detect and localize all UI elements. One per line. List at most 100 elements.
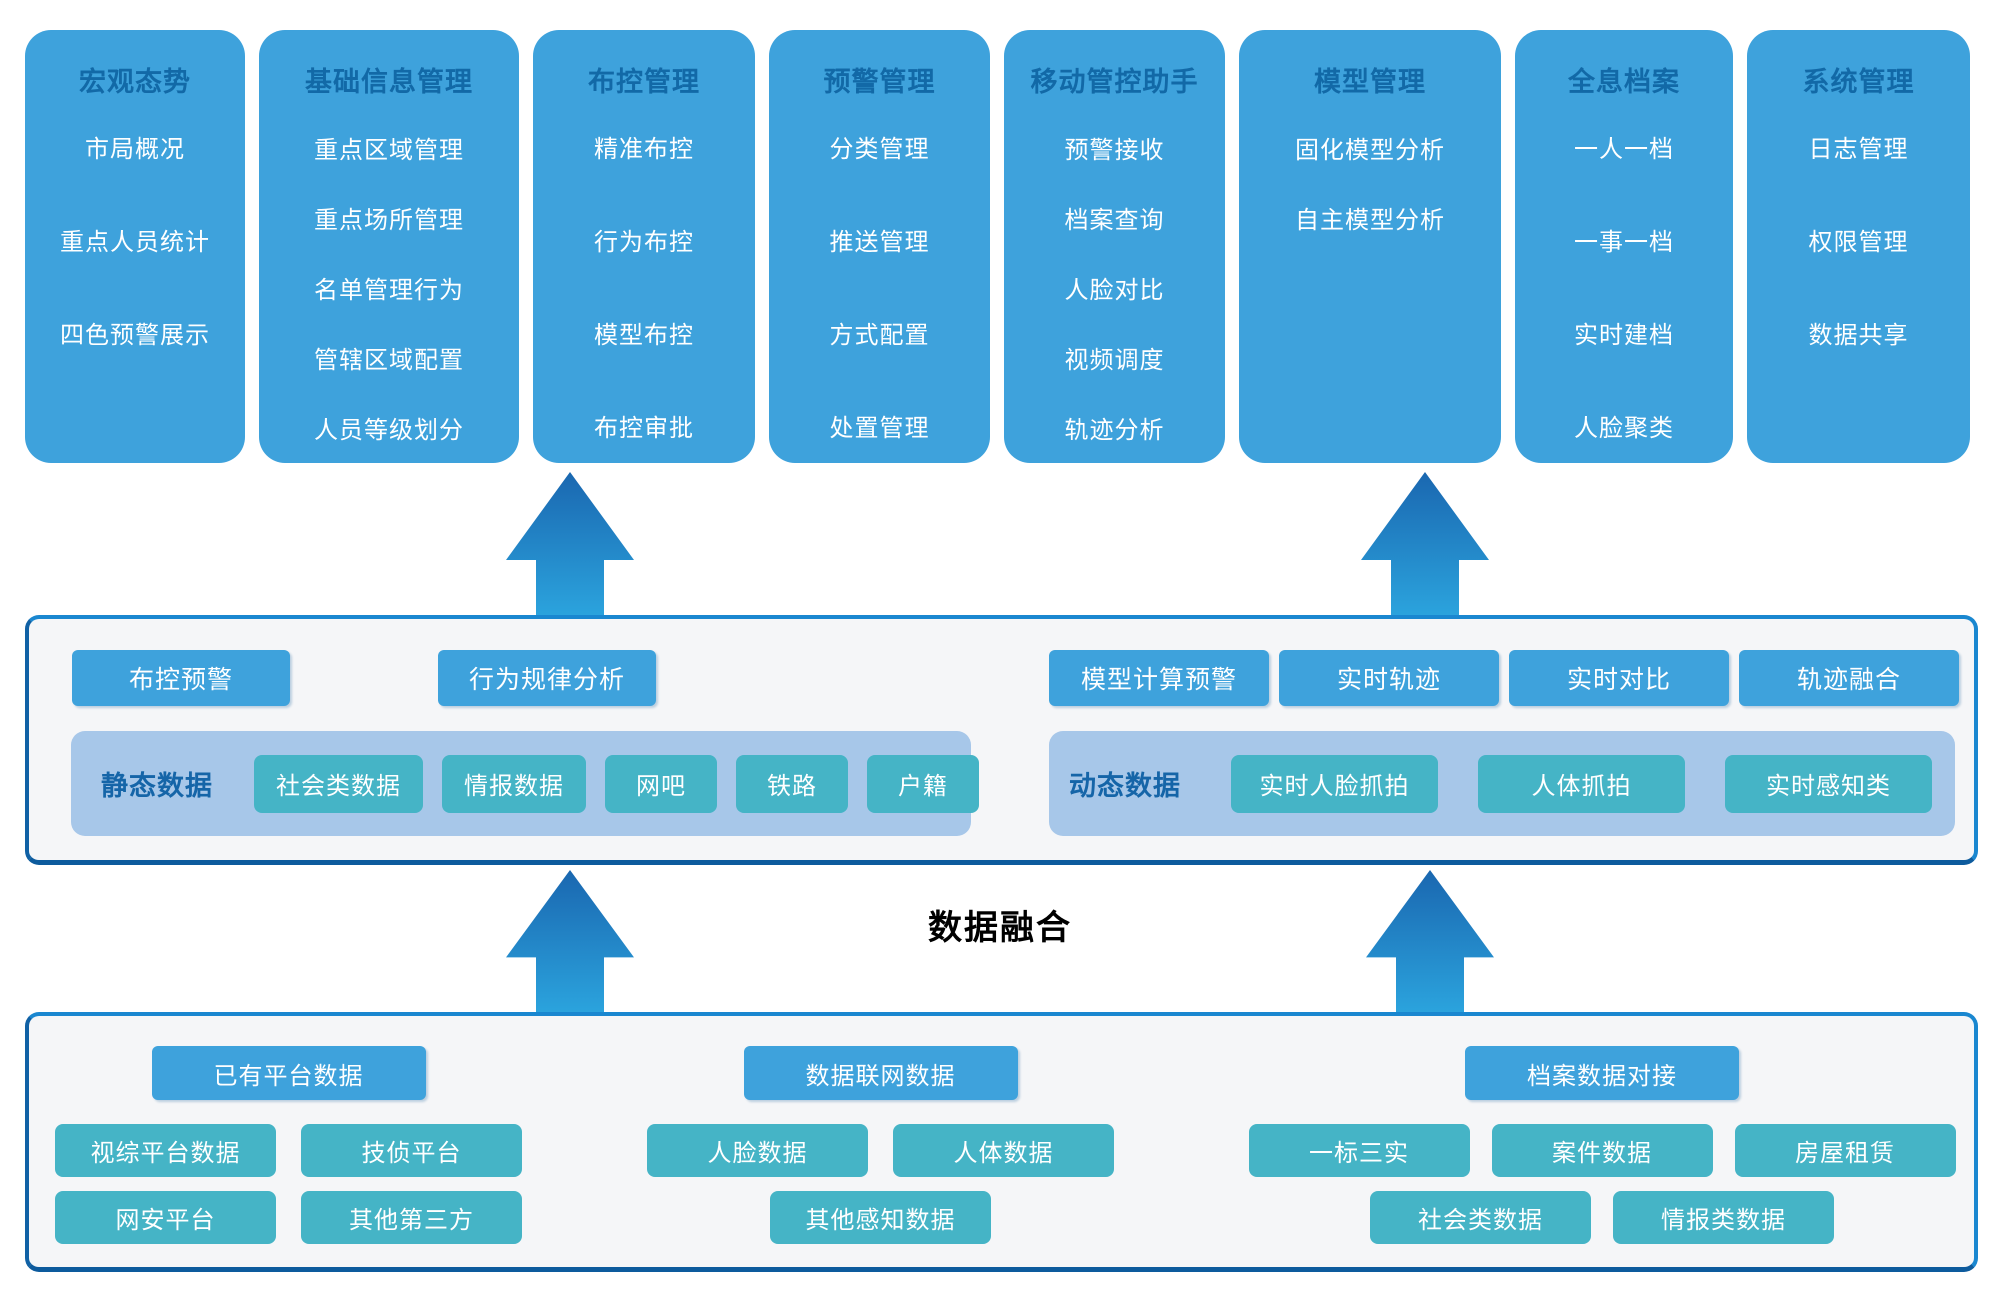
module-column: 宏观态势市局概况重点人员统计四色预警展示 [25,30,245,463]
data-source-row: 网安平台其他第三方 [55,1191,522,1244]
module-item: 一人一档 [1574,135,1674,163]
module-item: 模型布控 [594,321,694,349]
up-arrow [1361,472,1489,615]
module-title: 移动管控助手 [1030,67,1199,98]
module-column: 模型管理固化模型分析自主模型分析 [1239,30,1501,463]
module-items: 预警接收档案查询人脸对比视频调度轨迹分析 [1004,112,1225,462]
module-item: 档案查询 [1064,205,1165,234]
module-item: 数据共享 [1808,321,1909,349]
module-item: 重点场所管理 [314,205,464,234]
module-column: 系统管理日志管理权限管理数据共享 [1747,30,1970,463]
module-item: 人脸对比 [1064,275,1165,304]
data-source-row: 人脸数据人体数据 [647,1124,1114,1177]
static-data-items: 社会类数据情报数据网吧铁路户籍 [254,754,979,813]
module-item: 精准布控 [594,135,694,163]
module-item: 四色预警展示 [60,321,210,349]
data-source-group: 数据联网数据人脸数据人体数据其他感知数据 [646,1016,1115,1267]
module-title: 宏观态势 [79,67,191,98]
module-column: 全息档案一人一档一事一档实时建档人脸聚类 [1515,30,1733,463]
module-item: 人脸聚类 [1574,414,1674,442]
module-item: 实时建档 [1574,321,1674,349]
data-source-row: 社会类数据情报类数据 [1370,1191,1834,1244]
module-item: 重点人员统计 [60,228,210,256]
data-source-item: 视综平台数据 [55,1124,276,1177]
data-source-item: 情报类数据 [1613,1191,1834,1244]
data-source-item: 其他感知数据 [770,1191,991,1244]
module-column: 预警管理分类管理推送管理方式配置处置管理 [769,30,990,463]
data-source-item: 案件数据 [1491,1124,1713,1177]
module-items: 固化模型分析自主模型分析 [1239,112,1501,252]
module-item: 布控审批 [594,414,694,442]
analysis-button: 行为规律分析 [438,650,656,706]
static-data-item: 社会类数据 [254,754,423,813]
module-item: 视频调度 [1064,345,1165,374]
dynamic-data-items: 实时人脸抓拍人体抓拍实时感知类 [1231,754,1932,813]
module-item: 名单管理行为 [314,275,464,304]
data-source-row: 视综平台数据技侦平台 [55,1124,522,1177]
static-data-group: 静态数据 社会类数据情报数据网吧铁路户籍 [71,731,979,836]
data-source-item: 一标三实 [1248,1124,1470,1177]
data-source-item: 网安平台 [55,1191,276,1244]
module-item: 权限管理 [1808,228,1909,256]
data-fusion-label: 数据融合 [928,908,1072,948]
module-item: 人员等级划分 [314,415,464,444]
module-item: 管辖区域配置 [314,345,464,374]
module-title: 系统管理 [1802,67,1915,98]
data-source-item: 人体数据 [893,1124,1114,1177]
module-items: 日志管理权限管理数据共享 [1747,100,1970,379]
analysis-button: 实时轨迹 [1279,650,1499,706]
data-source-group: 已有平台数据视综平台数据技侦平台网安平台其他第三方 [54,1016,523,1267]
module-column: 基础信息管理重点区域管理重点场所管理名单管理行为管辖区域配置人员等级划分 [259,30,519,463]
module-item: 预警接收 [1064,135,1165,164]
module-items: 一人一档一事一档实时建档人脸聚类 [1515,100,1733,472]
module-item: 分类管理 [829,135,930,163]
module-item: 一事一档 [1574,228,1674,256]
module-title: 基础信息管理 [305,67,473,98]
module-title: 预警管理 [823,67,936,98]
module-item: 轨迹分析 [1064,415,1165,444]
analysis-button: 布控预警 [72,650,290,706]
module-items: 分类管理推送管理方式配置处置管理 [769,100,990,472]
static-data-item: 网吧 [605,754,717,813]
module-item: 固化模型分析 [1295,135,1445,164]
module-title: 全息档案 [1568,67,1680,98]
module-item: 方式配置 [829,321,930,349]
data-source-item: 技侦平台 [301,1124,522,1177]
analysis-left-buttons: 布控预警 行为规律分析 [72,650,656,706]
static-data-label: 静态数据 [101,771,213,802]
module-item: 重点区域管理 [314,135,464,164]
data-source-header: 数据联网数据 [743,1046,1018,1100]
module-item: 处置管理 [829,414,930,442]
data-source-row: 其他感知数据 [770,1191,991,1244]
analysis-layer-box: 布控预警 行为规律分析 模型计算预警实时轨迹实时对比轨迹融合 静态数据 社会类数据… [25,615,1978,865]
module-item: 推送管理 [829,228,930,256]
module-column: 移动管控助手预警接收档案查询人脸对比视频调度轨迹分析 [1004,30,1225,463]
module-items: 市局概况重点人员统计四色预警展示 [25,100,245,379]
module-columns: 宏观态势市局概况重点人员统计四色预警展示基础信息管理重点区域管理重点场所管理名单… [0,30,2003,463]
analysis-button: 轨迹融合 [1739,650,1959,706]
data-source-header: 已有平台数据 [151,1046,426,1100]
static-data-item: 情报数据 [442,754,586,813]
module-item: 自主模型分析 [1295,205,1445,234]
module-title: 布控管理 [588,67,700,98]
analysis-right-buttons: 模型计算预警实时轨迹实时对比轨迹融合 [1049,650,1959,706]
module-column: 布控管理精准布控行为布控模型布控布控审批 [533,30,755,463]
data-source-group: 档案数据对接一标三实案件数据房屋租赁社会类数据情报类数据 [1248,1016,1956,1267]
data-source-item: 社会类数据 [1370,1191,1591,1244]
up-arrow [506,870,634,1012]
module-item: 日志管理 [1808,135,1909,163]
analysis-button: 实时对比 [1509,650,1729,706]
module-items: 重点区域管理重点场所管理名单管理行为管辖区域配置人员等级划分 [259,112,519,462]
data-source-row: 一标三实案件数据房屋租赁 [1248,1124,1956,1177]
dynamic-data-group: 动态数据 实时人脸抓拍人体抓拍实时感知类 [1049,731,1955,836]
dynamic-data-label: 动态数据 [1069,771,1181,802]
dynamic-data-item: 实时人脸抓拍 [1231,754,1438,813]
up-arrow [506,472,634,615]
up-arrow [1366,870,1494,1012]
data-source-layer-box: 已有平台数据视综平台数据技侦平台网安平台其他第三方数据联网数据人脸数据人体数据其… [25,1012,1978,1272]
module-title: 模型管理 [1314,67,1426,98]
data-source-item: 其他第三方 [301,1191,522,1244]
data-source-item: 人脸数据 [647,1124,868,1177]
module-item: 行为布控 [594,228,694,256]
